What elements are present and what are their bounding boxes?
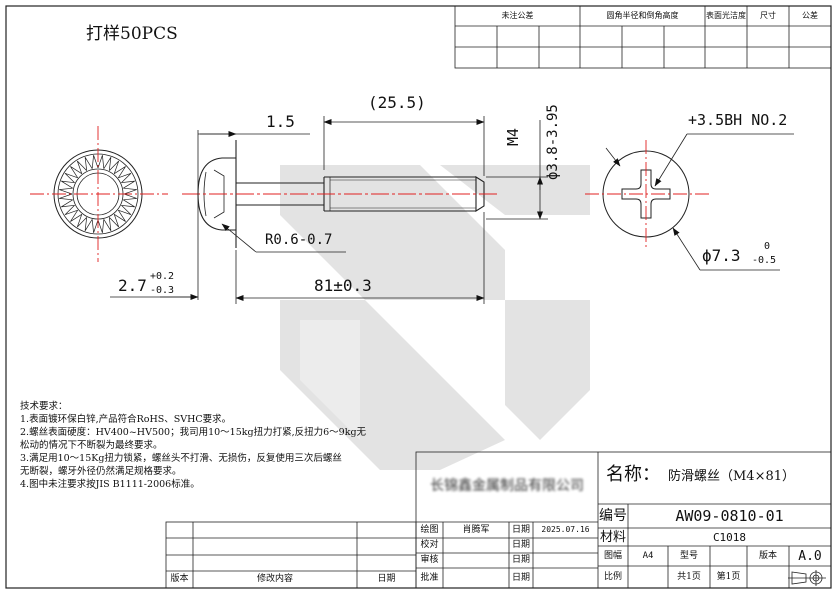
dim-radius: R0.6-0.7 xyxy=(265,232,333,248)
knurl-tooth xyxy=(61,199,75,208)
watermark-logo xyxy=(280,165,590,470)
total-pages: 共1页 xyxy=(677,571,701,582)
dim-head-diameter-lower: -0.5 xyxy=(752,255,777,266)
check-date-label: 日期 xyxy=(511,540,530,550)
sample-note: 打样50PCS xyxy=(86,24,178,44)
knurl-tooth xyxy=(121,180,135,189)
center-lines-right xyxy=(585,140,710,250)
knurl-tooth xyxy=(121,199,135,208)
knurl-tooth xyxy=(118,205,132,216)
col-surface: 表面光洁度 xyxy=(706,11,746,20)
size-label: 图幅 xyxy=(603,550,622,561)
size-value: A4 xyxy=(642,550,654,561)
knurl-tooth xyxy=(103,157,112,171)
dimension-lines xyxy=(110,116,548,304)
note-line: 松动的情况下不断裂为最终要求。 xyxy=(20,440,163,451)
notes-title: 技术要求： xyxy=(20,401,68,412)
col-fillet: 圆角半径和倒角高度 xyxy=(606,11,679,20)
draw-date: 2025.07.16 xyxy=(541,525,590,534)
knurl-tooth xyxy=(109,160,120,174)
knurl-tooth xyxy=(118,172,132,183)
knurl-tooth xyxy=(61,180,75,189)
revision-col-content: 修改内容 xyxy=(256,574,293,584)
note-line: 3.满足用10～15Kg扭力锁紧，螺丝头不打滑、无损伤，反复使用三次后螺丝 xyxy=(20,453,342,464)
revision-col-version: 版本 xyxy=(170,574,189,584)
version-label: 版本 xyxy=(758,550,777,561)
review-label: 审核 xyxy=(420,555,439,565)
dim-head-thickness: 2.7 xyxy=(118,276,147,295)
note-line: 无断裂，螺牙外径仍然满足规格要求。 xyxy=(20,466,182,477)
tolerance-table-grid xyxy=(454,5,832,69)
revision-table-grid xyxy=(165,521,417,589)
dim-thread-diameter: ϕ3.8-3.95 xyxy=(545,104,561,180)
knurl-tooth xyxy=(70,166,82,178)
model-label: 型号 xyxy=(679,550,698,561)
company-name: 长锦鑫金属制品有限公司 xyxy=(430,478,584,494)
title-block-grid xyxy=(415,451,832,589)
screw-side-view xyxy=(197,140,485,248)
knurl-tooth xyxy=(64,172,78,183)
knurl-tooth xyxy=(97,219,105,233)
part-name: 防滑螺丝（M4×81） xyxy=(668,469,796,484)
dim-thread-spec: M4 xyxy=(504,127,522,146)
review-date-label: 日期 xyxy=(511,555,530,565)
dim-head-diameter-upper: 0 xyxy=(764,241,771,252)
knurl-tooth xyxy=(64,205,78,216)
draw-date-label: 日期 xyxy=(511,524,530,535)
knurl-tooth xyxy=(103,217,112,231)
version-value: A.0 xyxy=(798,548,822,564)
drawing-code: AW09-0810-01 xyxy=(675,506,784,525)
dim-head-gap: 1.5 xyxy=(266,112,295,131)
part-name-label: 名称： xyxy=(606,464,660,485)
page-number: 第1页 xyxy=(716,571,741,582)
knurl-tooth xyxy=(84,157,93,171)
knurl-tooth xyxy=(109,214,120,228)
knurl-tooth xyxy=(123,187,137,195)
approve-label: 批准 xyxy=(420,572,439,583)
revision-col-date: 日期 xyxy=(377,574,396,584)
knurl-tooth xyxy=(76,214,87,228)
dim-head-diameter: ϕ7.3 xyxy=(702,246,741,265)
material-value: C1018 xyxy=(712,530,747,544)
note-line: 1.表面镀环保白锌,产品符合RoHS、SVHC要求。 xyxy=(20,414,232,425)
recess-leaders xyxy=(605,133,794,271)
knurl-tooth xyxy=(70,210,82,222)
dim-head-thickness-lower: -0.3 xyxy=(150,285,175,296)
draw-label: 绘图 xyxy=(420,524,439,535)
approve-date-label: 日期 xyxy=(511,572,530,583)
code-label: 编号 xyxy=(599,508,627,524)
technical-requirements: 技术要求： 1.表面镀环保白锌,产品符合RoHS、SVHC要求。 2.螺丝表面硬… xyxy=(20,400,420,491)
material-label: 材料 xyxy=(599,529,626,545)
knurl-tooth xyxy=(123,193,137,201)
drawer-name: 肖腾军 xyxy=(462,524,490,535)
projection-symbol-icon xyxy=(788,570,826,586)
knurl-tooth xyxy=(76,160,87,174)
knurl-tooth xyxy=(114,210,126,222)
col-tolerance: 公差 xyxy=(802,11,818,20)
knurl-tooth xyxy=(91,155,99,169)
knurl-tooth xyxy=(91,219,99,233)
dim-recess: +3.5BH NO.2 xyxy=(688,111,788,129)
dim-head-thickness-upper: +0.2 xyxy=(150,271,175,282)
check-label: 校对 xyxy=(420,540,439,550)
col-size: 尺寸 xyxy=(760,11,776,20)
knurl-tooth xyxy=(84,217,93,231)
knurl-tooth xyxy=(59,193,73,201)
knurl-tooth xyxy=(59,187,73,195)
dim-total-length: 81±0.3 xyxy=(314,276,372,295)
center-lines-left xyxy=(30,126,168,262)
scale-label: 比例 xyxy=(603,571,622,582)
note-line: 4.图中未注要求按JIS B1111-2006标准。 xyxy=(20,479,200,490)
knurl-tooth xyxy=(97,155,105,169)
dim-thread-length: (25.5) xyxy=(368,93,426,112)
knurl-tooth xyxy=(114,166,126,178)
col-untoleranced: 未注公差 xyxy=(501,11,534,20)
note-line: 2.螺丝表面硬度：HV400~HV500；我司用10～15kg扭力打紧,反扭力6… xyxy=(20,427,367,438)
